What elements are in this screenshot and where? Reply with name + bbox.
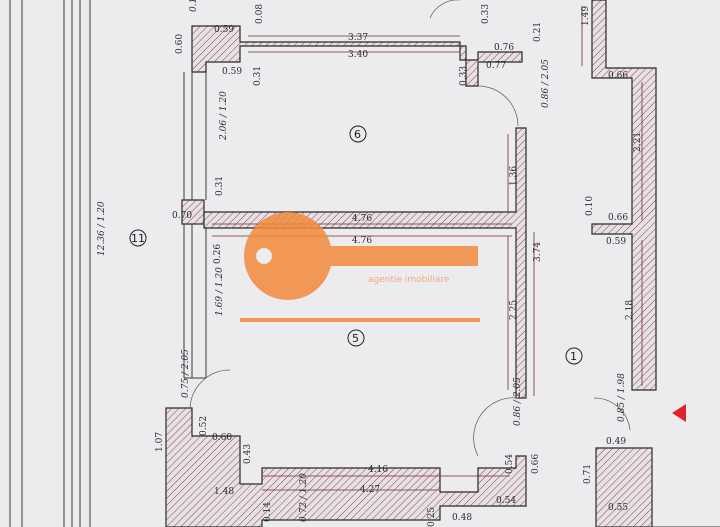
dim-label: 0.49 [606, 437, 626, 447]
room-6-label: 6 [354, 128, 361, 141]
dim-label: 1.49 [581, 6, 591, 26]
dim-label: 0.86 / 2.05 [513, 377, 523, 426]
dim-label: 4.76 [352, 214, 372, 224]
dim-label: 0.21 [533, 22, 543, 42]
walls [165, 0, 720, 527]
dim-label: 0.77 [486, 61, 506, 71]
dim-label: 0.48 [452, 513, 472, 523]
outer-left-lines [9, 0, 91, 527]
dim-label: 0.08 [255, 4, 265, 24]
dim-label: 0.33 [481, 4, 491, 24]
dim-label: 0.10 [585, 196, 595, 216]
dim-label: 0.33 [459, 66, 469, 86]
dim-label: 0.76 [494, 43, 514, 53]
dim-label: 0.72 / 1.20 [299, 473, 309, 522]
dim-label: 2.18 [625, 300, 635, 320]
room-5-label: 5 [352, 332, 359, 345]
dim-label: 1.69 / 1.20 [215, 267, 225, 316]
dim-label: 0.12 / 2.0 [189, 0, 199, 12]
dim-label: 0.85 / 1.98 [617, 373, 627, 422]
dim-label: 3.40 [348, 50, 368, 60]
dim-label: 0.75 / 2.05 [181, 349, 191, 398]
dim-label: 0.66 [608, 71, 628, 81]
dim-label: 0.55 [608, 503, 628, 513]
dim-label: 0.66 [531, 454, 541, 474]
dim-label: 0.54 [505, 454, 515, 474]
dim-label: 0.14 [263, 502, 273, 522]
dim-label: 0.26 [213, 244, 223, 264]
dim-label: 0.52 [199, 416, 209, 436]
dim-label: 4.16 [368, 465, 388, 475]
north-arrow-icon [672, 404, 686, 422]
dim-label: 0.60 [212, 433, 232, 443]
dim-label: 2.06 / 1.20 [219, 91, 229, 141]
watermark-logo: agentie imobiliare [240, 212, 480, 322]
dim-label: 12.36 / 1.20 [97, 201, 107, 256]
dim-label: 0.31 [215, 176, 225, 196]
dim-label: 2.25 [509, 300, 519, 320]
dimension-lines [212, 6, 643, 491]
dimension-labels: 0.59 3.37 3.40 0.76 0.77 0.59 0.66 0.66 … [172, 25, 628, 523]
dim-label: 0.31 [253, 66, 263, 86]
dim-label: 0.25 [427, 507, 437, 527]
door-swings [189, 0, 631, 457]
dim-label: 0.59 [606, 237, 626, 247]
room-11-label: 11 [131, 232, 145, 245]
key-icon [244, 212, 332, 300]
dim-label: 1.48 [214, 487, 234, 497]
dim-label: 0.60 [175, 34, 185, 54]
room-labels: 6 5 1 11 [129, 125, 583, 365]
dim-label: 0.54 [496, 496, 516, 506]
dim-label: 0.66 [608, 213, 628, 223]
dim-label: 0.59 [222, 67, 242, 77]
dim-label: 3.37 [348, 33, 368, 43]
dim-label: 0.70 [172, 211, 192, 221]
watermark-text: agentie imobiliare [368, 275, 450, 285]
room-1-label: 1 [570, 350, 577, 363]
vertical-dimension-labels: 0.08 0.60 0.31 0.21 0.33 0.33 2.06 / 1.2… [97, 0, 643, 527]
dim-label: 4.27 [360, 485, 380, 495]
dim-label: 0.59 [214, 25, 234, 35]
dim-label: 1.36 [509, 166, 519, 186]
dim-label: 0.43 [243, 444, 253, 464]
dim-label: 4.76 [352, 236, 372, 246]
dim-label: 2.21 [633, 132, 643, 152]
dim-label: 3.74 [533, 242, 543, 262]
dim-label: 0.71 [583, 464, 593, 484]
dim-label: 0.86 / 2.05 [541, 59, 551, 108]
dim-label: 1.07 [155, 432, 165, 452]
